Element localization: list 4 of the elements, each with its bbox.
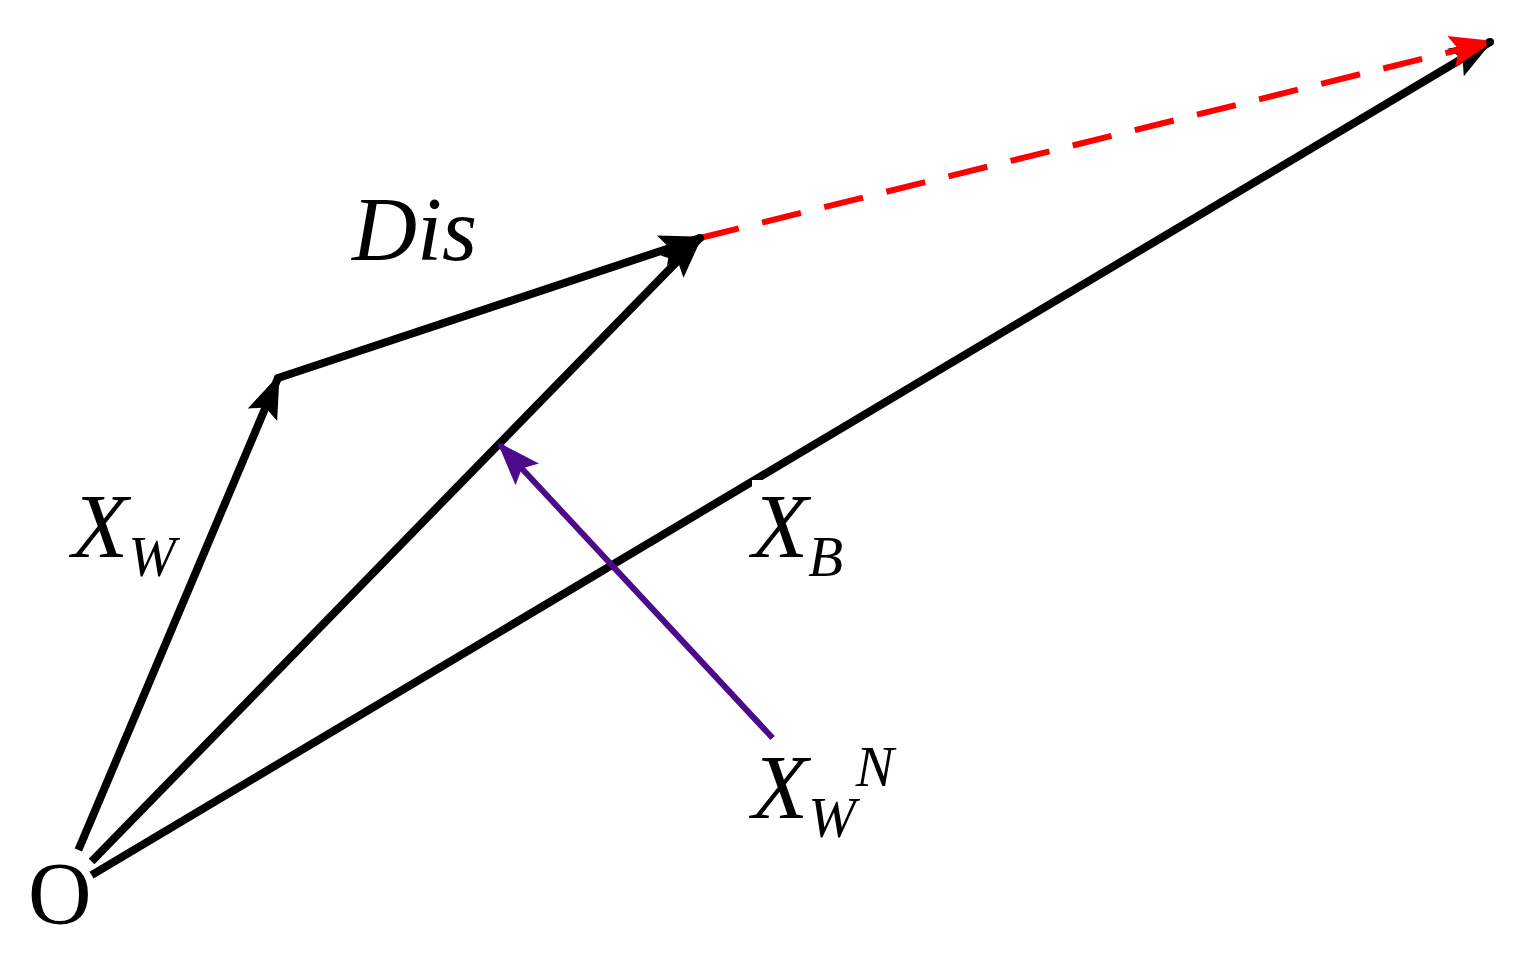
vertex-point [1486, 38, 1494, 46]
point-label: O [28, 845, 92, 942]
vertex-point [696, 234, 704, 242]
leader-arrow [497, 442, 775, 741]
